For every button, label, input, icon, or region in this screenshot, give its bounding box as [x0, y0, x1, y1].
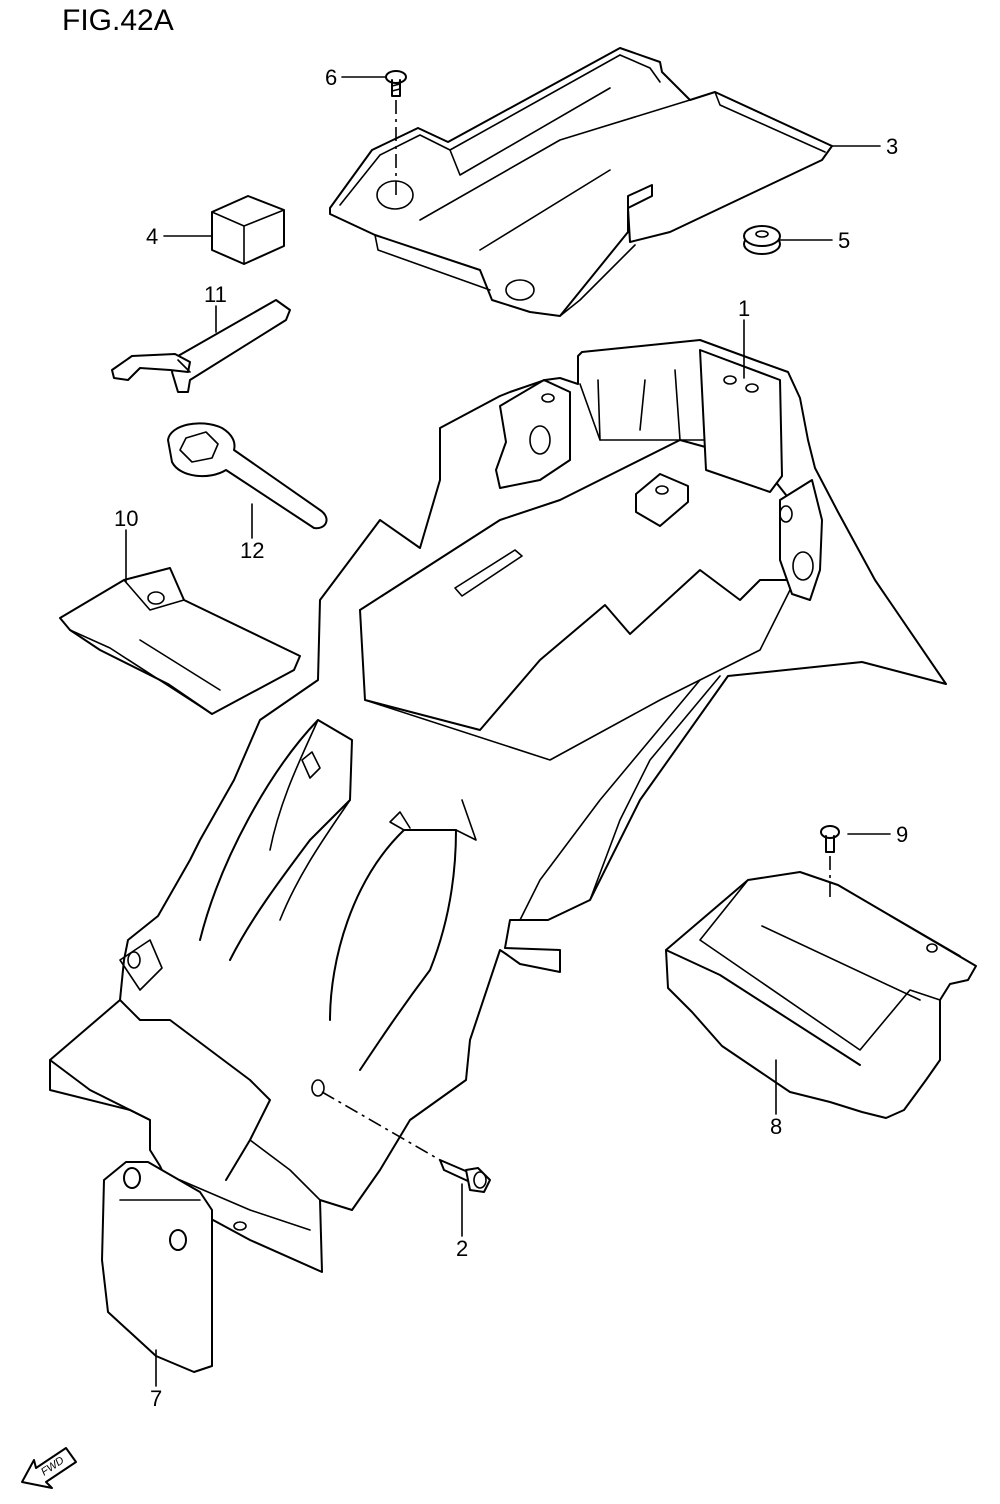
callout-8: 8 — [770, 1114, 782, 1139]
part-1-rear-fender — [49, 339, 947, 1273]
callout-11: 11 — [204, 282, 227, 307]
leader-lines — [125, 76, 891, 1387]
part-3-tray-cover — [329, 47, 833, 317]
fwd-arrow-icon: FWD — [21, 1447, 77, 1489]
callout-12: 12 — [240, 538, 264, 563]
callout-labels: 6 3 4 5 11 1 12 10 9 8 2 7 — [114, 65, 908, 1411]
part-7-mud-flap — [101, 1161, 213, 1373]
callout-9: 9 — [896, 822, 908, 847]
part-10-tool-bag — [59, 567, 301, 715]
part-2-bolt — [321, 1091, 491, 1193]
callout-2: 2 — [456, 1236, 468, 1261]
part-11-tool-handle — [111, 299, 291, 393]
callout-1: 1 — [738, 296, 750, 321]
part-8-side-box — [665, 871, 977, 1119]
callout-10: 10 — [114, 506, 138, 531]
callout-4: 4 — [146, 224, 158, 249]
part-4-rubber-block — [211, 195, 285, 265]
callout-5: 5 — [838, 228, 850, 253]
callout-6: 6 — [325, 65, 337, 90]
callout-3: 3 — [886, 134, 898, 159]
figure-title: FIG.42A — [62, 4, 174, 37]
part-9-screw — [820, 825, 840, 898]
part-12-box-wrench — [167, 422, 328, 530]
callout-7: 7 — [150, 1386, 162, 1411]
part-5-grommet — [743, 225, 781, 255]
